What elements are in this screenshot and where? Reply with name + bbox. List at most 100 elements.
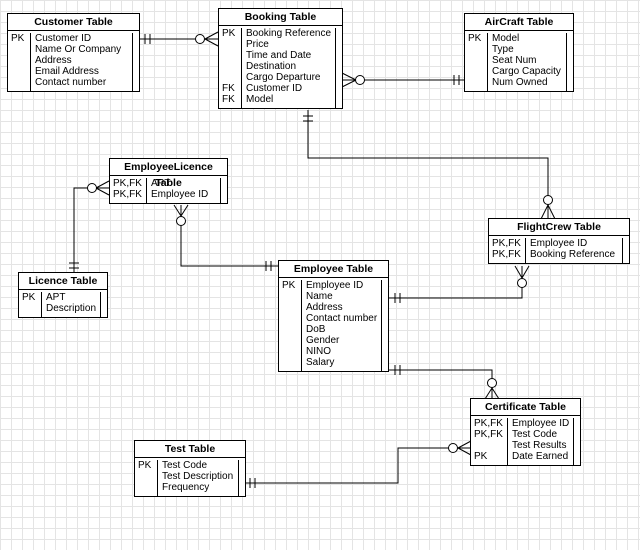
attribute-label: Price xyxy=(246,39,269,50)
attribute-label: Cargo Departure xyxy=(246,72,321,83)
attribute-row: PK Booking Reference xyxy=(219,28,342,39)
attribute-label: NINO xyxy=(306,346,331,357)
attribute-label: Booking Reference xyxy=(530,249,616,260)
connector-employeelicence-employee xyxy=(173,204,278,271)
connector-customer-booking xyxy=(139,31,219,47)
attribute-label: APT xyxy=(151,178,171,189)
attribute-row: Seat Num xyxy=(465,55,573,66)
attribute-row: Salary xyxy=(279,357,388,368)
attribute-row: Email Address xyxy=(8,66,139,77)
attribute-label: Destination xyxy=(246,61,297,72)
attribute-row: FK Customer ID xyxy=(219,83,342,94)
test-table-title: Test Table xyxy=(135,441,245,458)
key-label: FK xyxy=(222,94,235,105)
key-label: PK,FK xyxy=(113,178,142,189)
attribute-row: Contact number xyxy=(8,77,139,88)
attribute-row: Frequency xyxy=(135,482,245,493)
attribute-label: Address xyxy=(35,55,72,66)
attribute-label: Type xyxy=(492,44,514,55)
customer-table-title: Customer Table xyxy=(8,14,139,31)
attribute-label: Customer ID xyxy=(35,33,92,44)
attribute-label: Name xyxy=(306,291,333,302)
attribute-row: PK,FK Booking Reference xyxy=(489,249,629,260)
key-label: PK,FK xyxy=(492,249,521,260)
attribute-label: Salary xyxy=(306,357,335,368)
attribute-label: Employee ID xyxy=(512,418,570,429)
key-label: PK xyxy=(138,460,152,471)
attribute-row: DoB xyxy=(279,324,388,335)
key-label: PK xyxy=(474,451,488,462)
attribute-row: Address xyxy=(279,302,388,313)
key-label: PK xyxy=(11,33,25,44)
attribute-label: Gender xyxy=(306,335,340,346)
attribute-label: Test Results xyxy=(512,440,567,451)
attribute-label: DoB xyxy=(306,324,326,335)
employee-licence-table[interactable]: EmployeeLicence Table PK,FK APT PK,FK Emplo… xyxy=(109,158,228,204)
attribute-row: PK,FK Employee ID xyxy=(110,189,227,200)
attribute-row: Type xyxy=(465,44,573,55)
attribute-row: PK Customer ID xyxy=(8,33,139,44)
attribute-row: PK,FK Employee ID xyxy=(471,418,580,429)
attribute-row: PK,FK APT xyxy=(110,178,227,189)
key-label: PK,FK xyxy=(474,429,503,440)
key-label: PK xyxy=(282,280,296,291)
key-label: PK xyxy=(22,292,36,303)
aircraft-table-title: AirCraft Table xyxy=(465,14,573,31)
attribute-row: Num Owned xyxy=(465,77,573,88)
attribute-row: Gender xyxy=(279,335,388,346)
attribute-label: Booking Reference xyxy=(246,28,332,39)
attribute-row: Name xyxy=(279,291,388,302)
attribute-label: Time and Date xyxy=(246,50,312,61)
key-label: PK,FK xyxy=(113,189,142,200)
key-label: PK,FK xyxy=(474,418,503,429)
attribute-row: PK,FK Test Code xyxy=(471,429,580,440)
attribute-label: Frequency xyxy=(162,482,210,493)
connector-booking-aircraft xyxy=(341,72,465,88)
key-label: FK xyxy=(222,83,235,94)
attribute-label: Employee ID xyxy=(151,189,209,200)
attribute-label: Model xyxy=(492,33,520,44)
attribute-row: Contact number xyxy=(279,313,388,324)
attribute-row: Destination xyxy=(219,61,342,72)
attribute-row: NINO xyxy=(279,346,388,357)
attribute-label: Customer ID xyxy=(246,83,303,94)
connector-employee-certificate xyxy=(388,365,500,400)
connector-employeelicence-licence xyxy=(69,180,110,273)
employee-licence-table-title: EmployeeLicence Table xyxy=(110,159,227,189)
attribute-label: Test Description xyxy=(162,471,234,482)
attribute-label: Email Address xyxy=(35,66,99,77)
key-label: PK xyxy=(222,28,236,39)
attribute-row: Test Description xyxy=(135,471,245,482)
attribute-row: Cargo Capacity xyxy=(465,66,573,77)
certificate-table-title: Certificate Table xyxy=(471,399,580,416)
attribute-label: Test Code xyxy=(512,429,558,440)
attribute-label: Num Owned xyxy=(492,77,548,88)
key-label: PK,FK xyxy=(492,238,521,249)
connector-booking-flightcrew xyxy=(303,110,556,220)
attribute-row: Description xyxy=(19,303,107,314)
key-label: PK xyxy=(468,33,482,44)
attribute-row: Price xyxy=(219,39,342,50)
attribute-row: Address xyxy=(8,55,139,66)
attribute-label: Contact number xyxy=(306,313,378,324)
connector-test-certificate xyxy=(245,440,472,488)
attribute-label: Contact number xyxy=(35,77,107,88)
connector-employee-flightcrew xyxy=(388,265,530,303)
attribute-row: Name Or Company xyxy=(8,44,139,55)
attribute-row: Time and Date xyxy=(219,50,342,61)
certificate-table[interactable]: Certificate Table PK,FK Employee ID PK,FK T… xyxy=(470,398,581,466)
